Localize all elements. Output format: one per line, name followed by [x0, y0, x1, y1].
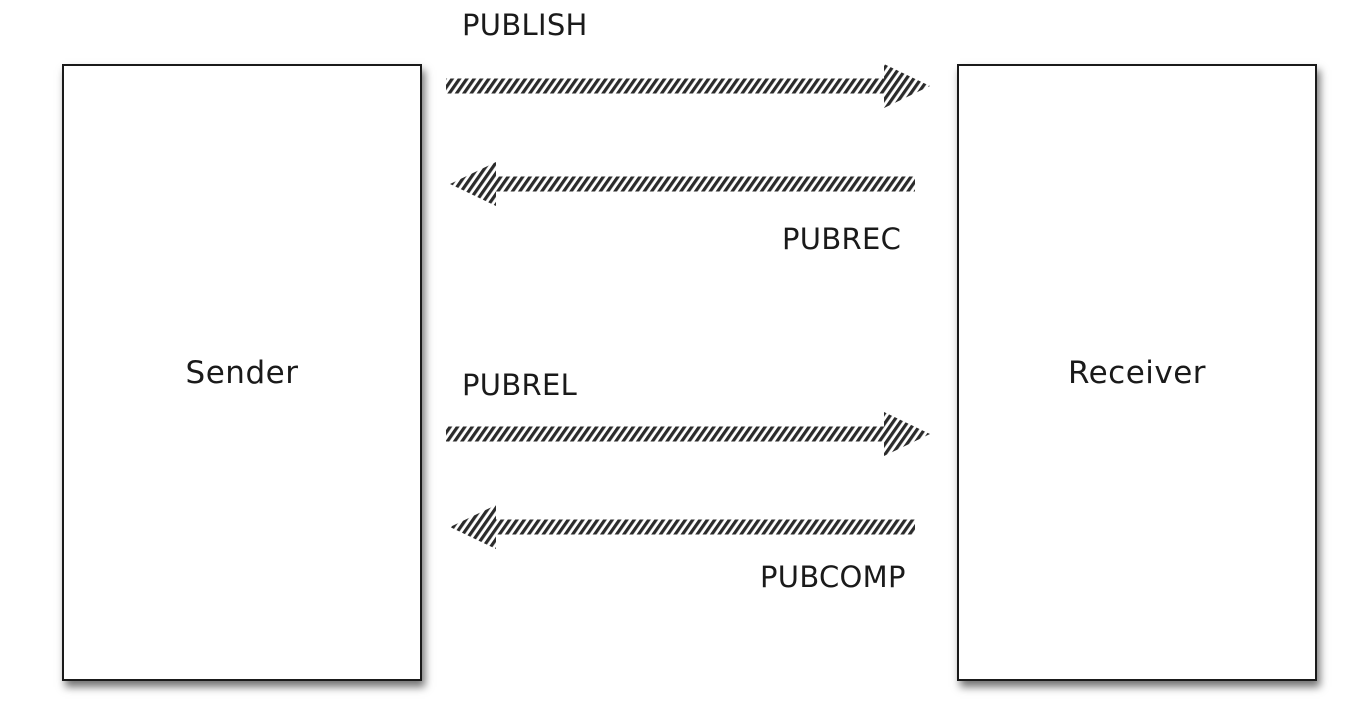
arrow-shape	[446, 64, 930, 108]
sender-label: Sender	[185, 354, 299, 391]
pubcomp-label: PUBCOMP	[760, 560, 906, 594]
arrow-shape	[446, 412, 930, 456]
sender-box: Sender	[62, 64, 422, 681]
receiver-label: Receiver	[1067, 354, 1207, 391]
receiver-box: Receiver	[957, 64, 1317, 681]
pubrec-arrow	[450, 162, 915, 206]
publish-label: PUBLISH	[462, 8, 588, 42]
pubcomp-arrow	[450, 505, 915, 549]
pubrel-label: PUBREL	[462, 368, 578, 402]
arrow-shape	[450, 162, 915, 206]
publish-arrow	[446, 64, 930, 108]
pubrec-label: PUBREC	[782, 222, 902, 256]
arrow-shape	[450, 505, 915, 549]
pubrel-arrow	[446, 412, 930, 456]
